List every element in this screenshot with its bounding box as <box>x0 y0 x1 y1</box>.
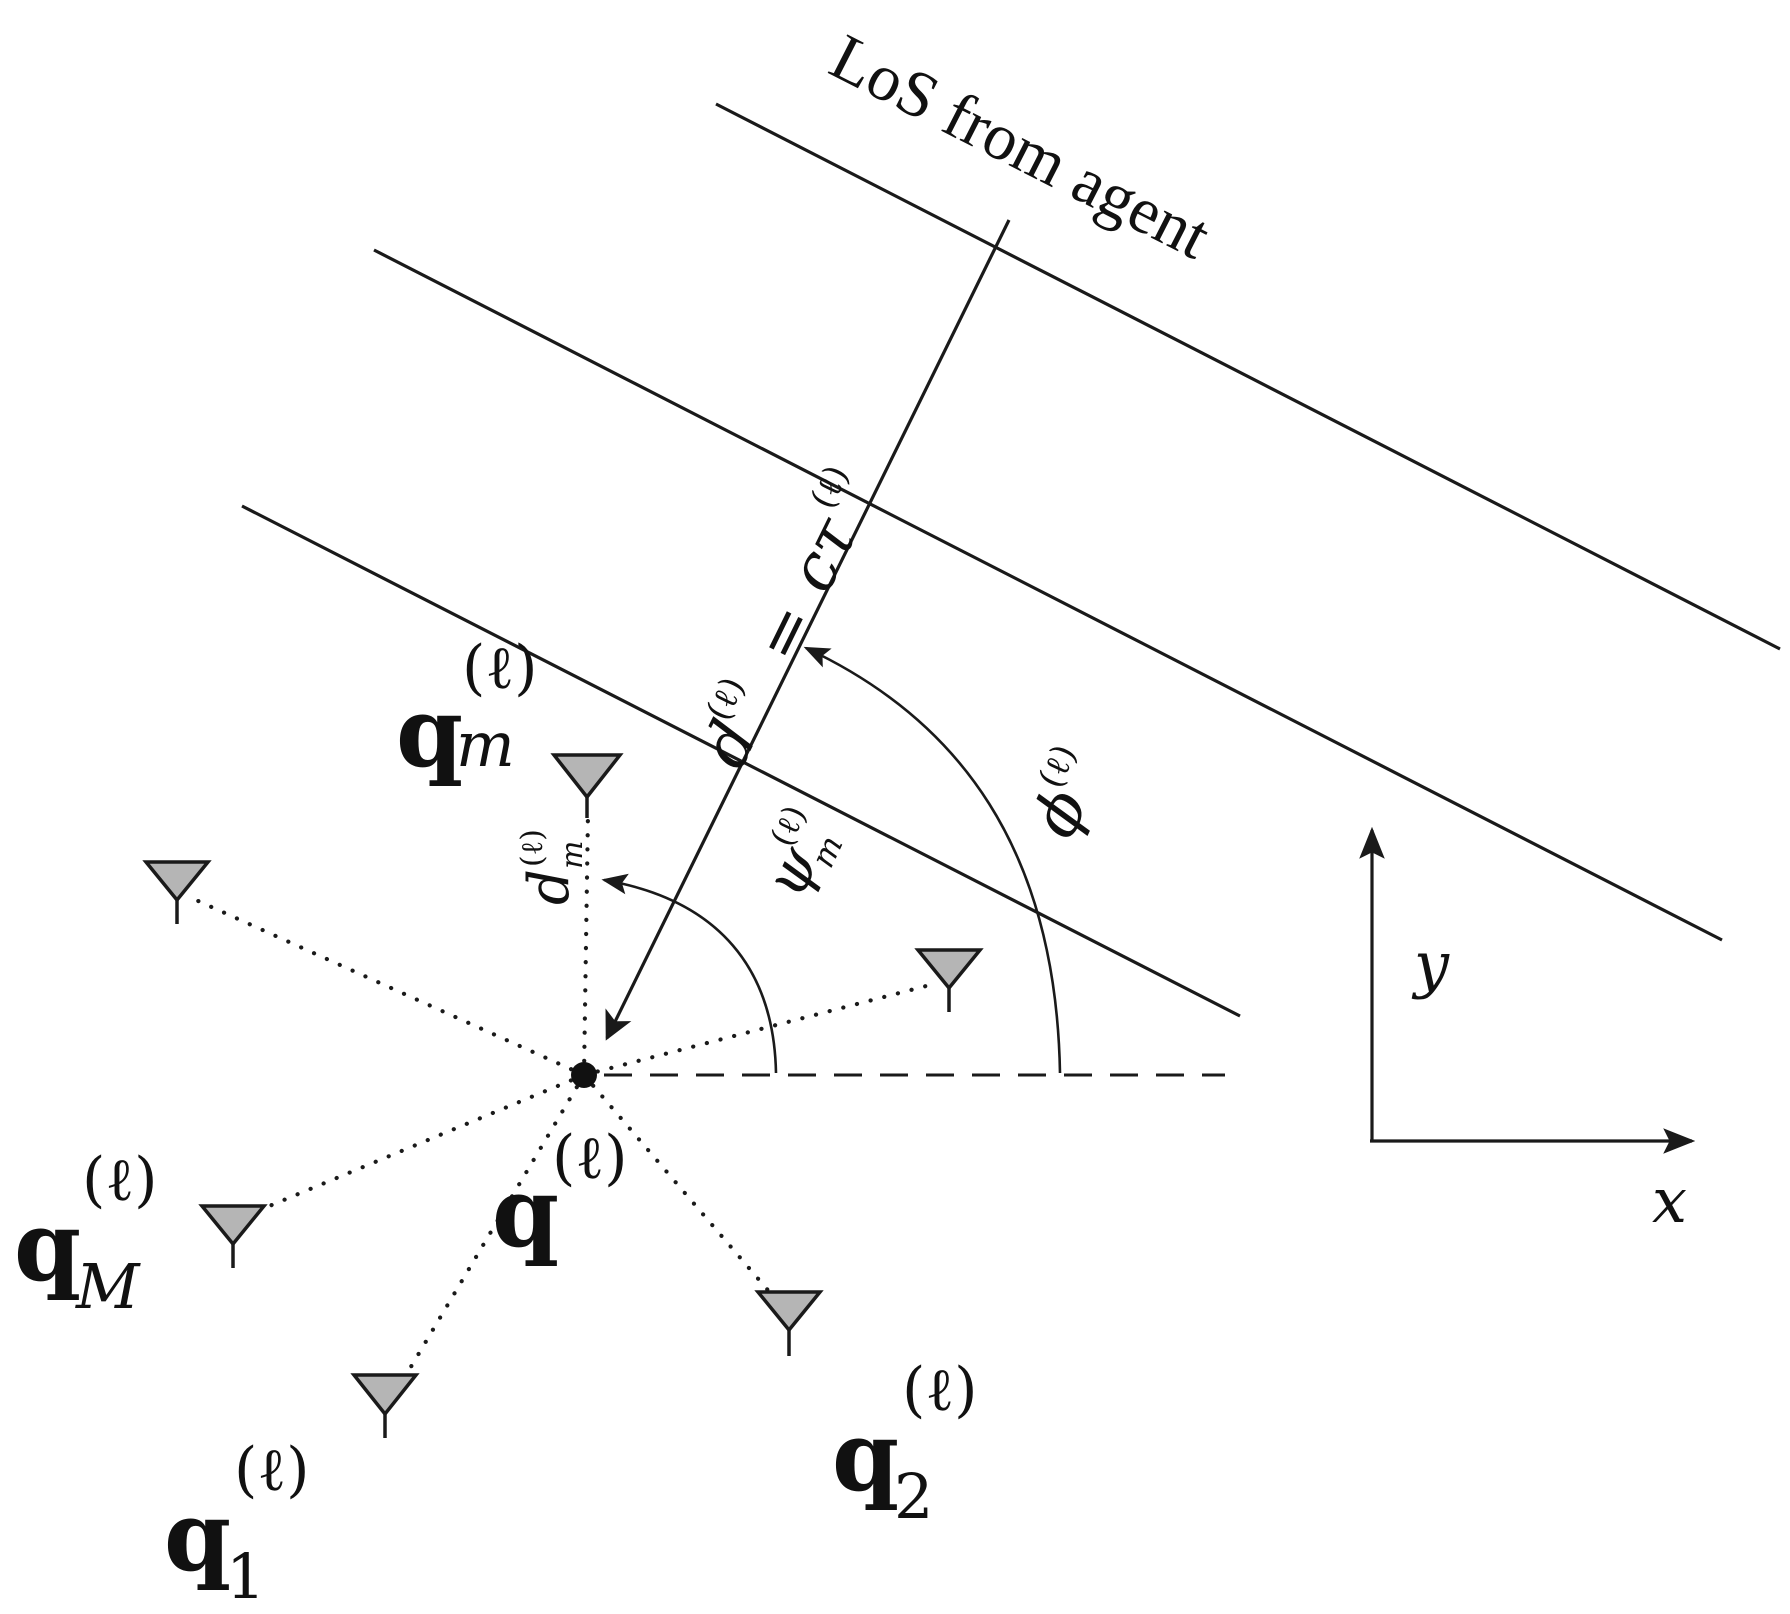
psi-label: ψ m (ℓ) <box>750 799 850 908</box>
antenna-M-subscript: M <box>75 1250 141 1323</box>
antenna-label-M: q M (ℓ) <box>14 1145 158 1323</box>
antenna-label-2: q 2 (ℓ) <box>832 1355 978 1533</box>
dm-superscript: (ℓ) <box>515 829 550 867</box>
anchor-symbol: q <box>492 1156 559 1269</box>
phi-angle-arc <box>803 646 1062 1074</box>
antenna-icon <box>142 860 212 924</box>
antenna-m-subscript: m <box>456 708 515 781</box>
reference-point-dot <box>571 1062 597 1088</box>
x-axis-label: x <box>1652 1164 1687 1237</box>
ctau-superscript: (ℓ) <box>803 459 858 515</box>
wavefront-line-3 <box>241 504 1241 1018</box>
antenna-1-symbol: q <box>164 1480 231 1593</box>
dotted-link-right <box>581 982 933 1078</box>
equals-sign: = <box>740 592 830 673</box>
antenna-M-superscript: (ℓ) <box>82 1145 158 1215</box>
antenna-2-subscript: 2 <box>894 1460 933 1533</box>
antenna-icon <box>198 1204 268 1268</box>
ctau-symbol: cτ <box>774 505 873 603</box>
y-axis-label: y <box>1411 928 1450 1001</box>
dm-symbol: d <box>517 869 582 905</box>
antenna-icon <box>914 948 984 1012</box>
antenna-m-superscript: (ℓ) <box>462 633 538 703</box>
antenna-icon <box>754 1290 824 1356</box>
antenna-icon <box>550 753 624 818</box>
dotted-link-m <box>581 810 591 1078</box>
antenna-2-superscript: (ℓ) <box>902 1355 978 1425</box>
anchor-superscript: (ℓ) <box>552 1123 628 1193</box>
wavefront-line-2 <box>373 248 1723 942</box>
dm-subscript: m <box>555 841 590 869</box>
antenna-M-symbol: q <box>14 1190 81 1303</box>
phi-label: ϕ (ℓ) <box>1017 738 1103 848</box>
wavefront-line-1 <box>715 102 1781 651</box>
dotted-link-M <box>252 1072 587 1215</box>
antenna-icon <box>350 1373 420 1438</box>
antenna-label-m: q m (ℓ) <box>396 633 538 789</box>
antenna-label-1: q 1 (ℓ) <box>164 1435 310 1613</box>
antenna-1-superscript: (ℓ) <box>234 1435 310 1505</box>
antenna-m-symbol: q <box>396 676 463 789</box>
antenna-2-symbol: q <box>832 1400 899 1513</box>
distance-equation: d (ℓ) = cτ (ℓ) <box>688 459 873 779</box>
antenna-1-subscript: 1 <box>226 1540 265 1613</box>
dotted-link-upper-left <box>193 897 587 1078</box>
los-caption: LoS from agent <box>819 20 1221 273</box>
dm-label: d m (ℓ) <box>515 829 590 905</box>
anchor-label: q (ℓ) <box>492 1123 628 1269</box>
psi-angle-arc <box>601 873 778 1074</box>
dotted-link-1 <box>390 1072 587 1400</box>
